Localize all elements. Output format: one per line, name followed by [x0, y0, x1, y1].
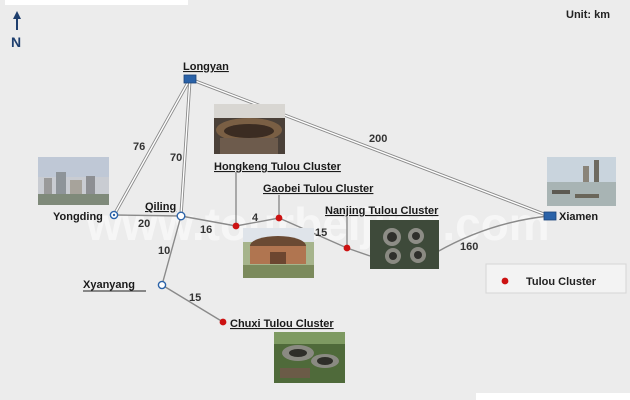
xyanyang-label: Xyanyang	[83, 279, 135, 291]
yongding-label: Yongding	[53, 211, 103, 223]
xiamen-marker	[543, 211, 557, 221]
chuxi-label: Chuxi Tulou Cluster	[230, 318, 334, 330]
hongkeng-marker	[232, 222, 240, 230]
distance-longyan-yongding: 76	[133, 141, 145, 153]
bottom-panel	[476, 393, 630, 400]
nanjing-label: Nanjing Tulou Cluster	[325, 205, 439, 217]
road-nanjing-branch	[346, 247, 371, 257]
gaobei-photo	[243, 228, 314, 278]
road-yongding-qiling	[113, 214, 182, 217]
distance-xyanyang-chuxi: 15	[189, 292, 201, 304]
qiling-marker	[176, 211, 186, 221]
legend: Tulou Cluster	[485, 263, 627, 294]
distance-longyan-xiamen: 200	[369, 133, 387, 145]
gaobei-marker	[275, 214, 283, 222]
nanjing-photo	[370, 220, 439, 269]
road-nanjing-xiamen	[436, 215, 550, 253]
xiamen-photo	[547, 157, 616, 206]
distance-nanjing-xiamen: 160	[460, 241, 478, 253]
legend-box	[485, 263, 627, 294]
xiamen-label: Xiamen	[559, 211, 598, 223]
longyan-label: Longyan	[183, 61, 229, 73]
road-qiling-xyanyang	[161, 215, 182, 286]
top-panel	[5, 0, 188, 5]
distance-yongding-qiling: 20	[138, 218, 150, 230]
distance-qiling-xyanyang: 10	[158, 245, 170, 257]
hongkeng-photo	[214, 104, 285, 154]
distance-gaobei-nanjing: 15	[315, 227, 327, 239]
yongding-photo	[38, 157, 109, 205]
legend-label: Tulou Cluster	[526, 276, 597, 288]
chuxi-marker	[219, 318, 227, 326]
hongkeng-label: Hongkeng Tulou Cluster	[214, 161, 342, 173]
longyan-marker	[183, 74, 197, 84]
road-xyanyang-chuxi	[161, 284, 224, 323]
distance-longyan-qiling: 70	[170, 152, 182, 164]
nanjing-marker	[343, 244, 351, 252]
unit-label: Unit: km	[566, 9, 610, 21]
chuxi-photo	[274, 332, 345, 383]
yongding-marker-dot	[112, 213, 116, 217]
north-arrow-icon	[13, 11, 21, 30]
legend-tulou-marker	[501, 277, 509, 285]
distance-qiling-hongkeng: 16	[200, 224, 212, 236]
qiling-label: Qiling	[145, 201, 176, 213]
distance-hongkeng-gaobei: 4	[252, 212, 259, 224]
north-label: N	[11, 34, 21, 50]
watermark: www.tourbeijing.com	[85, 198, 549, 250]
xyanyang-marker	[157, 280, 167, 290]
gaobei-label: Gaobei Tulou Cluster	[263, 183, 374, 195]
roads	[112, 77, 551, 323]
